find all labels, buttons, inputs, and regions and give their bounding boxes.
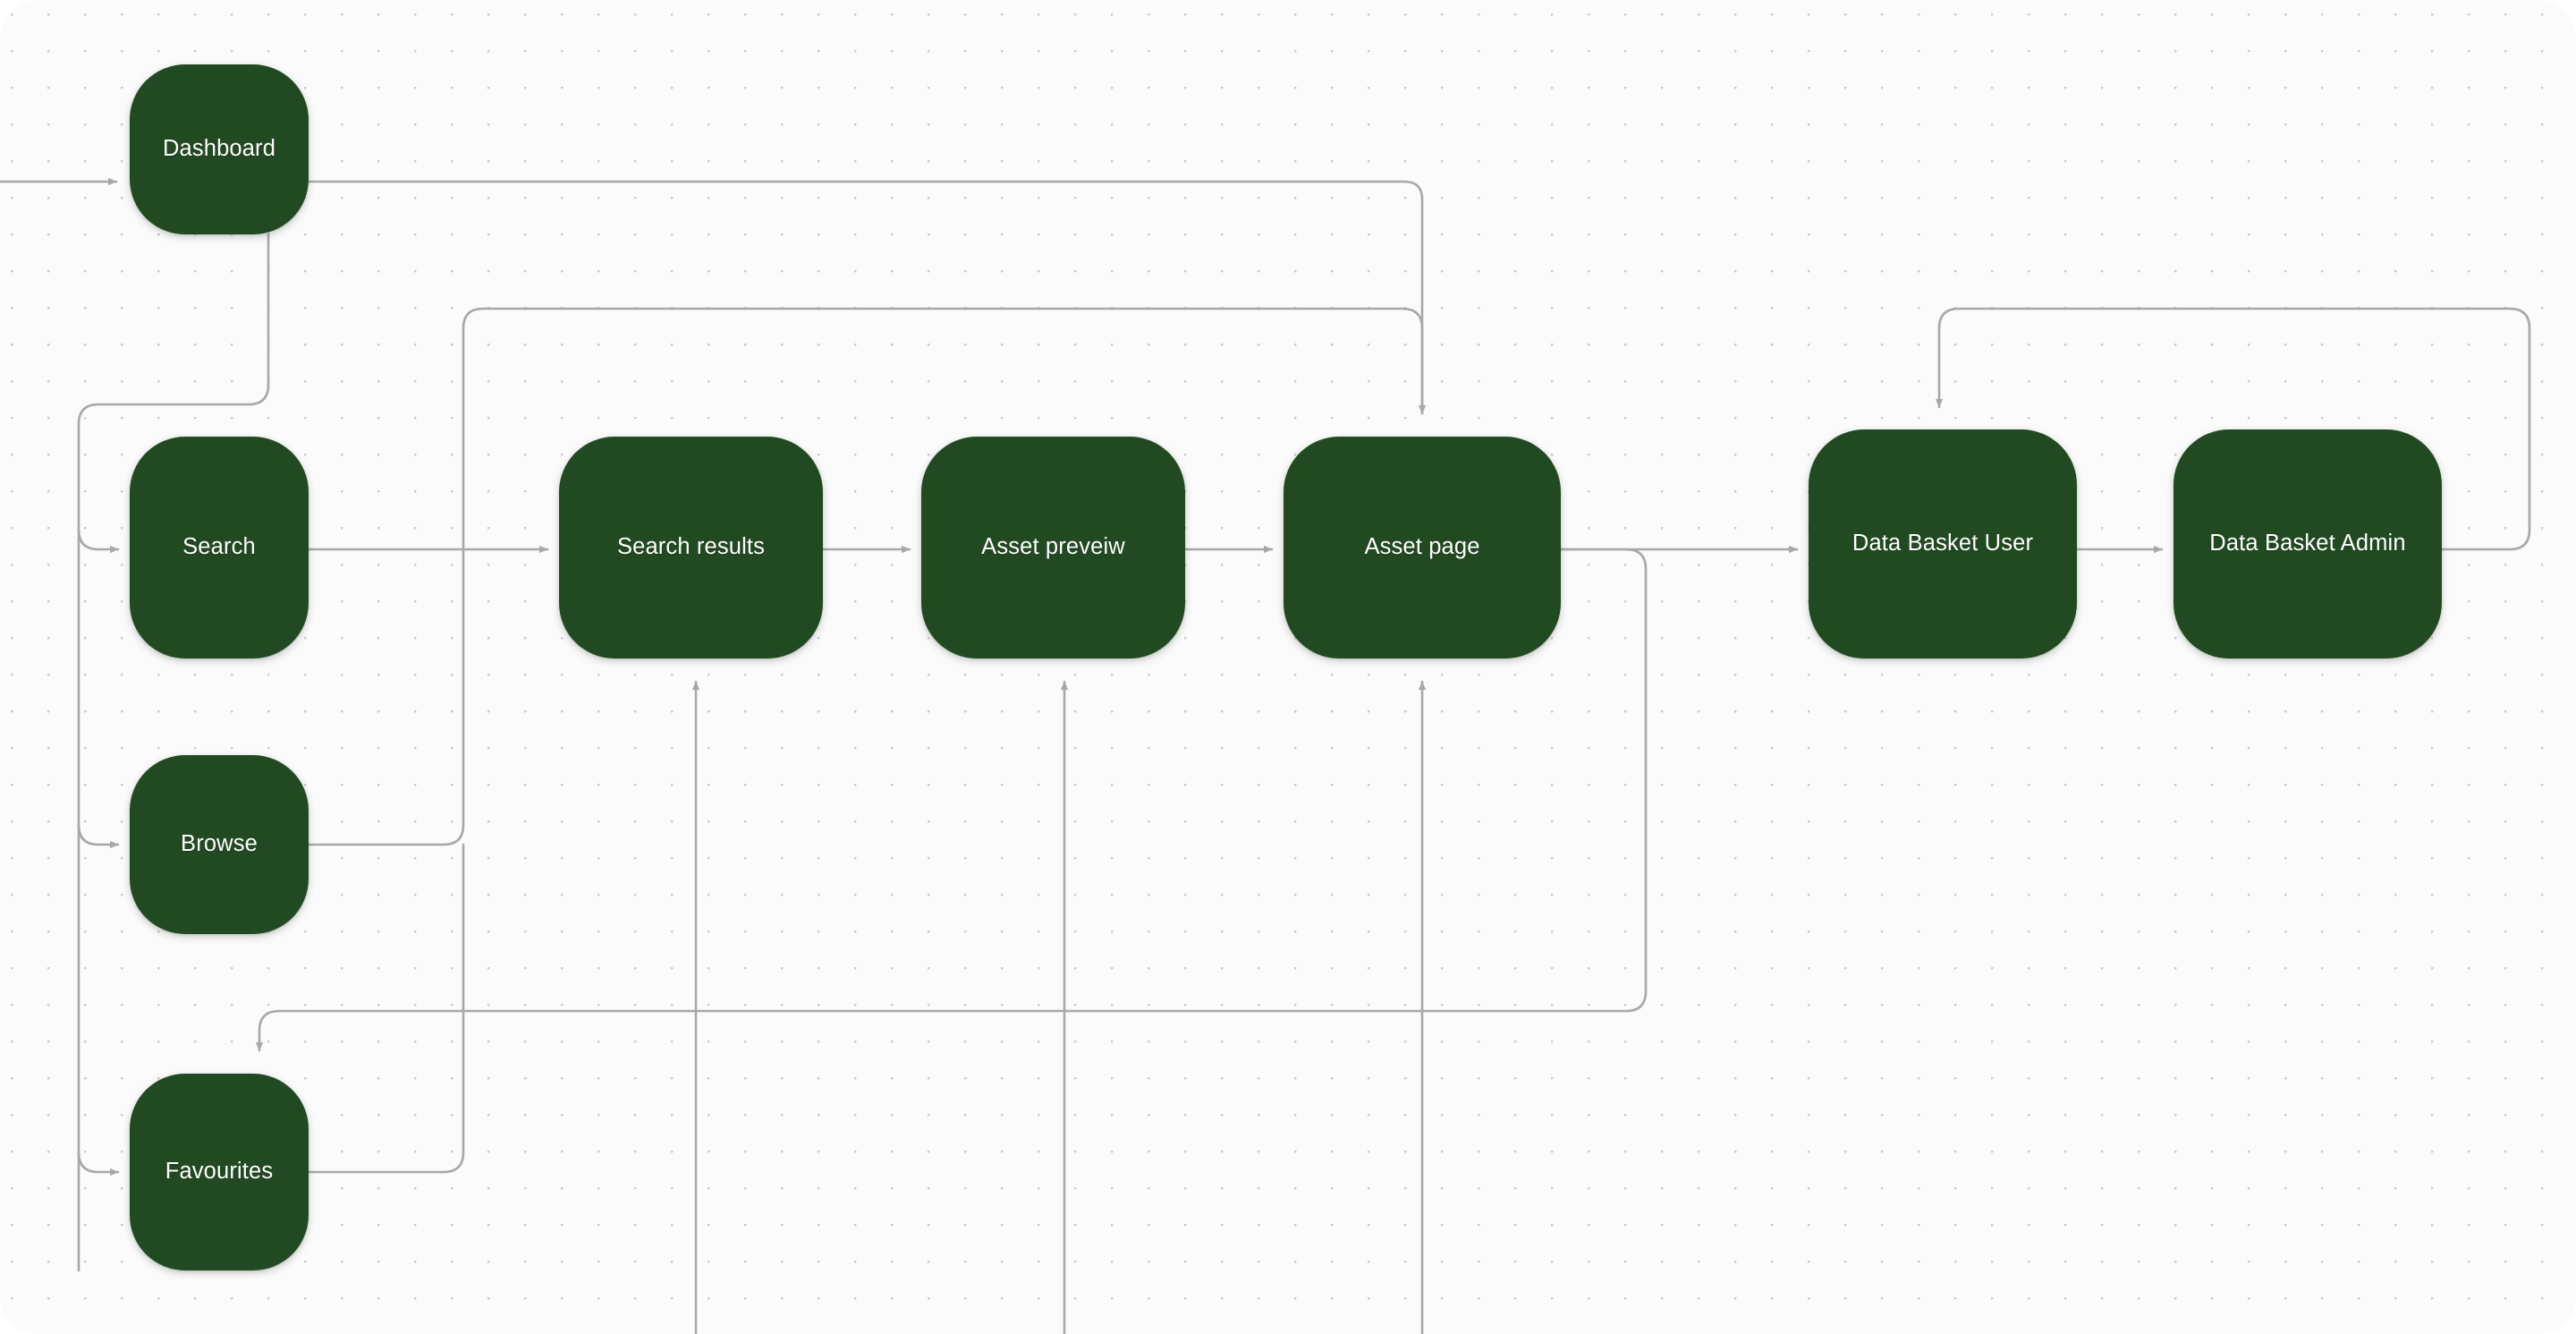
node-label-asset-preview: Asset preveiw (981, 534, 1125, 560)
node-label-search-results: Search results (616, 534, 766, 560)
edge-favourites-to-asset-page (307, 843, 465, 1174)
edge-browse-to-asset-page (307, 307, 1424, 846)
node-data-basket-user[interactable]: Data Basket User (1809, 429, 2077, 659)
node-label-data-basket-user: Data Basket User (1852, 531, 2034, 557)
node-label-data-basket-admin: Data Basket Admin (2209, 531, 2406, 557)
edge-trunk-to-favourites (77, 1151, 120, 1177)
node-label-search: Search (182, 534, 256, 560)
node-browse[interactable]: Browse (130, 755, 309, 934)
edge-trunk-to-search (77, 528, 120, 554)
edge-trunk-to-browse (77, 823, 120, 849)
edge-dashboard-to-asset-page (307, 180, 1427, 415)
node-search[interactable]: Search (130, 437, 309, 659)
node-asset-preview[interactable]: Asset preveiw (921, 437, 1185, 659)
node-search-results[interactable]: Search results (559, 437, 823, 659)
node-data-basket-admin[interactable]: Data Basket Admin (2174, 429, 2442, 659)
node-label-favourites: Favourites (165, 1159, 274, 1185)
node-dashboard[interactable]: Dashboard (130, 64, 309, 234)
node-label-dashboard: Dashboard (162, 136, 276, 162)
node-label-asset-page: Asset page (1364, 534, 1480, 560)
node-asset-page[interactable]: Asset page (1284, 437, 1561, 659)
node-label-browse: Browse (181, 831, 258, 857)
node-favourites[interactable]: Favourites (130, 1074, 309, 1270)
